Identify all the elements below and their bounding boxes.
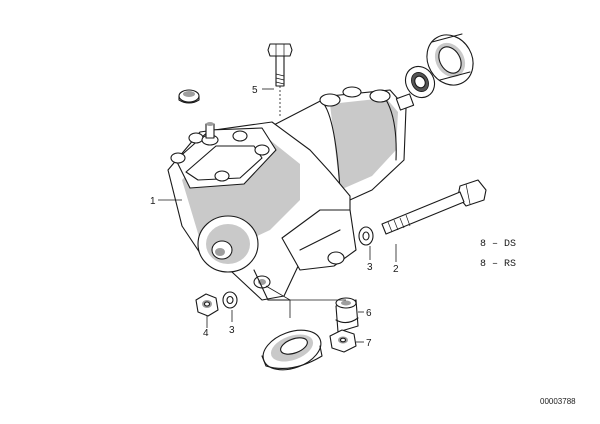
seal-ring-large[interactable] [418, 26, 482, 93]
callout-1: 1 [150, 196, 156, 207]
bolt-part-5[interactable] [267, 43, 293, 118]
steering-gear-housing-part-1[interactable] [167, 86, 415, 301]
assembly-lines [265, 285, 346, 318]
nut-part-7[interactable] [329, 329, 357, 353]
callout-3-left: 3 [229, 325, 235, 336]
nut-top-left[interactable] [178, 89, 200, 104]
callout-leaders [158, 88, 397, 343]
seal-ring-small[interactable] [400, 61, 440, 103]
note-8-ds: 8 – DS [480, 239, 516, 250]
long-bolt-part-2[interactable] [381, 179, 487, 235]
bush-part-6[interactable] [335, 297, 359, 333]
nut-part-4[interactable] [195, 293, 219, 317]
callout-5: 5 [252, 85, 258, 96]
callout-2: 2 [393, 264, 399, 275]
note-8-rs: 8 – RS [480, 259, 516, 270]
washer-part-3-right[interactable] [358, 226, 374, 246]
callout-7: 7 [366, 338, 372, 349]
seal-ring-bottom[interactable] [258, 323, 327, 377]
washer-part-3-left[interactable] [222, 291, 238, 309]
diagram-reference-code: 00003788 [540, 397, 576, 406]
callout-6: 6 [366, 308, 372, 319]
callout-4: 4 [203, 328, 209, 339]
callout-3-right: 3 [367, 262, 373, 273]
